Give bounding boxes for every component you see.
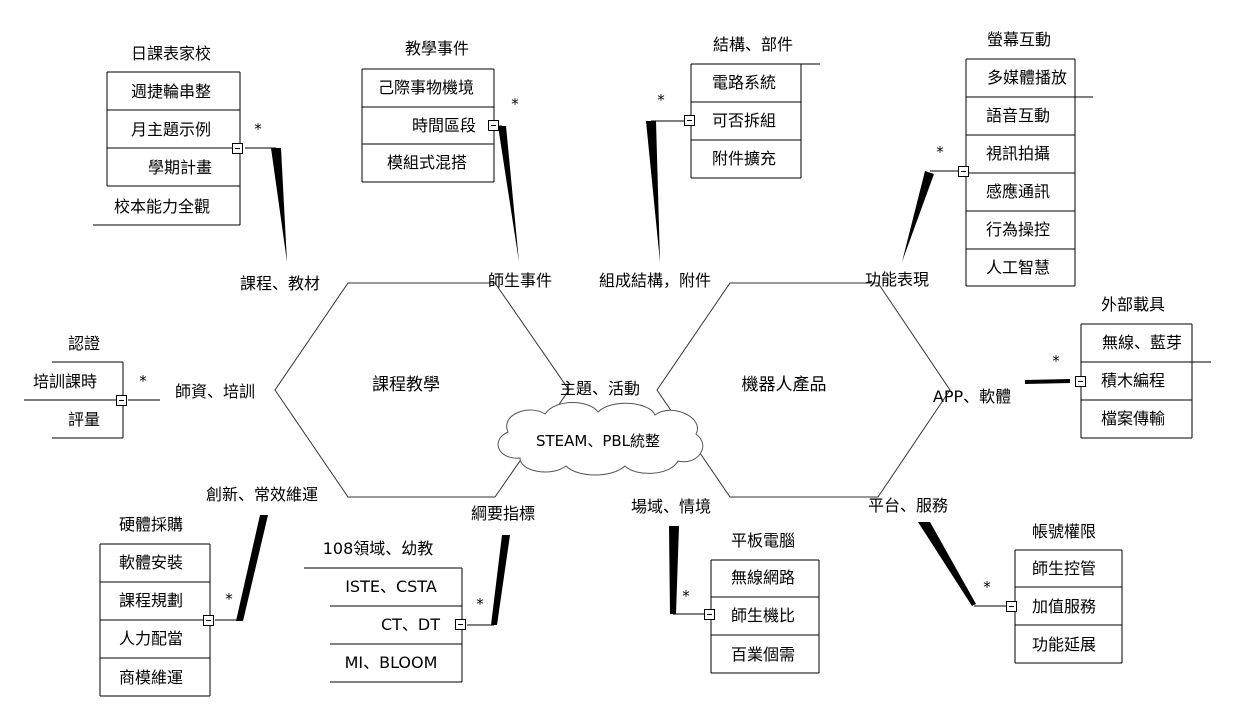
app-item: 檔案傳輸 [1100, 409, 1166, 428]
branch-label-venue: 場域、情境 [630, 497, 712, 516]
function-item: 語音互動 [985, 106, 1051, 125]
collapse-icon-venue[interactable] [704, 609, 715, 620]
events-item: 己際事物機境 [377, 78, 475, 97]
branch-label-platform: 平台、服務 [867, 496, 949, 515]
wedge-platform [918, 522, 976, 606]
function-item: 視訊拍攝 [985, 144, 1051, 163]
events-item: 模組式混搭 [386, 153, 468, 172]
app-item: 外部載具 [1100, 295, 1166, 314]
branch-label-structure: 組成結構，附件 [598, 271, 712, 290]
training-item: 認證 [67, 334, 101, 353]
function-item: 感應通訊 [985, 182, 1051, 201]
multiplicity-mark: * [936, 143, 944, 161]
hexagon-course-teaching [274, 282, 570, 498]
course-item: 週捷輪串整 [130, 82, 212, 101]
venue-item: 平板電腦 [730, 531, 796, 550]
wedge-course [271, 148, 287, 262]
wedge-app [1025, 379, 1070, 384]
venue-item: 師生機比 [730, 606, 796, 625]
branch-label-app: APP、軟體 [932, 387, 1012, 406]
innovation-item: 課程規劃 [118, 591, 184, 610]
app-item: 無線、藍芽 [1101, 333, 1183, 352]
wedge-events [498, 126, 519, 262]
wedge-structure [646, 121, 660, 262]
multiplicity-mark: * [983, 578, 991, 596]
innovation-item: 商模維運 [118, 668, 184, 687]
training-item: 培訓課時 [32, 372, 98, 391]
center-topic-label: 主題、活動 [559, 379, 641, 398]
platform-item: 功能延展 [1031, 635, 1097, 654]
collapse-icon-course[interactable] [232, 143, 243, 154]
collapse-icon-events[interactable] [488, 120, 499, 131]
multiplicity-mark: * [139, 372, 147, 390]
course-item: 日課表家校 [130, 44, 212, 63]
multiplicity-mark: * [476, 595, 484, 613]
structure-item: 電路系統 [711, 73, 777, 92]
course-item: 校本能力全觀 [113, 197, 211, 216]
cloud-shape [497, 402, 704, 476]
hexagon-robot-product [656, 282, 951, 498]
collapse-icon-platform[interactable] [1006, 601, 1017, 612]
collapse-icon-function[interactable] [958, 166, 969, 177]
venue-item: 無線網路 [730, 568, 796, 587]
app-item: 積木編程 [1100, 371, 1166, 390]
innovation-item: 軟體安裝 [118, 553, 184, 572]
training-item: 評量 [67, 410, 101, 429]
course-item: 學期計畫 [147, 158, 213, 177]
cloud-label: STEAM、PBL統整 [535, 432, 661, 450]
function-item: 行為操控 [985, 220, 1051, 239]
collapse-icon-structure[interactable] [684, 115, 695, 126]
function-item: 人工智慧 [985, 258, 1051, 277]
function-item: 螢幕互動 [986, 30, 1052, 49]
outline-item: ISTE、CSTA [345, 577, 437, 596]
collapse-icon-training[interactable] [116, 395, 127, 406]
course-item: 月主題示例 [130, 120, 212, 139]
outline-item: MI、BLOOM [344, 653, 438, 672]
innovation-item: 硬體採購 [118, 515, 184, 534]
hexagon-label-robot-product: 機器人產品 [741, 375, 827, 395]
hexagon-label-course-teaching: 課程教學 [372, 375, 440, 395]
events-item: 時間區段 [411, 116, 476, 135]
branch-label-events: 師生事件 [487, 271, 553, 290]
platform-item: 帳號權限 [1031, 522, 1097, 541]
wedge-innovation [236, 515, 268, 621]
structure-item: 可否拆組 [711, 111, 777, 130]
innovation-item: 人力配當 [118, 629, 184, 648]
venue-item: 百業個需 [730, 645, 796, 664]
multiplicity-mark: * [225, 590, 233, 608]
collapse-icon-innovation[interactable] [203, 615, 214, 626]
multiplicity-mark: * [1052, 352, 1060, 370]
collapse-icon-outline[interactable] [455, 619, 466, 630]
platform-item: 師生控管 [1031, 559, 1097, 578]
multiplicity-mark: * [254, 120, 262, 138]
events-item: 教學事件 [404, 39, 470, 58]
wedge-venue [669, 526, 679, 614]
branch-label-course: 課程、教材 [239, 274, 321, 293]
wedge-outline [491, 535, 510, 625]
multiplicity-mark: * [511, 95, 519, 113]
structure-item: 結構、部件 [712, 35, 794, 54]
collapse-icon-app[interactable] [1075, 376, 1086, 387]
platform-item: 加值服務 [1031, 597, 1097, 616]
branch-label-training: 師資、培訓 [174, 382, 256, 401]
function-item: 多媒體播放 [986, 68, 1068, 87]
branch-label-outline: 綱要指標 [470, 504, 536, 523]
branch-label-function: 功能表現 [864, 270, 930, 289]
wedge-function [902, 171, 934, 262]
multiplicity-mark: * [682, 587, 690, 605]
outline-item: 108領域、幼教 [322, 539, 434, 558]
group-outline-lines [304, 567, 494, 683]
outline-item: CT、DT [380, 615, 440, 634]
multiplicity-mark: * [657, 91, 665, 109]
branch-label-innovation: 創新、常效維運 [205, 485, 319, 504]
structure-item: 附件擴充 [711, 149, 777, 168]
